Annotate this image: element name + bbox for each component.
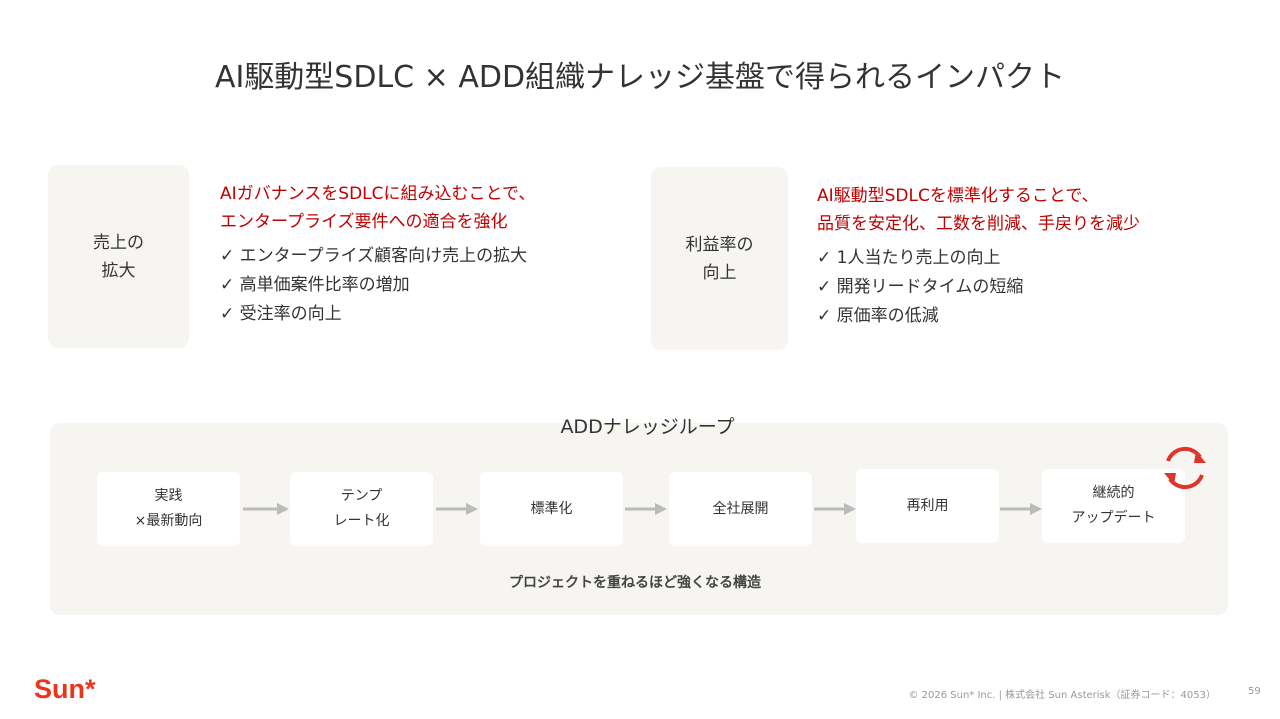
loop-step: 全社展開 bbox=[669, 472, 812, 546]
step-line: 継続的 bbox=[1092, 485, 1135, 501]
loop-caption: プロジェクトを重ねるほど強くなる構造 bbox=[509, 575, 761, 591]
step-line: テンプ bbox=[340, 488, 383, 504]
loop-title: ADDナレッジループ bbox=[560, 416, 735, 438]
step-line: ×最新動向 bbox=[134, 513, 203, 529]
impact-label-profit: 利益率の向上 bbox=[651, 167, 788, 350]
impact-profit-content: AI駆動型SDLCを標準化することで、品質を安定化、工数を削減、手戻りを減少 1… bbox=[817, 182, 1140, 331]
page-title: AI駆動型SDLC × ADD組織ナレッジ基盤で得られるインパクト bbox=[214, 60, 1066, 95]
loop-step: 標準化 bbox=[480, 472, 623, 546]
step-line: アップデート bbox=[1071, 510, 1156, 526]
impact-label-sales: 売上の拡大 bbox=[48, 165, 189, 348]
arrow-right-icon bbox=[814, 503, 856, 515]
list-item: 開発リードタイムの短縮 bbox=[817, 273, 1140, 302]
label-line: 拡大 bbox=[101, 260, 136, 281]
step-line: レート化 bbox=[333, 513, 390, 529]
impact-headline: AIガバナンスをSDLCに組み込むことで、エンタープライズ要件への適合を強化 bbox=[220, 180, 535, 236]
headline-line: エンタープライズ要件への適合を強化 bbox=[220, 212, 508, 232]
label-line: 向上 bbox=[702, 262, 737, 283]
list-item: 受注率の向上 bbox=[220, 300, 535, 329]
step-line: 標準化 bbox=[530, 500, 573, 517]
loop-step: 再利用 bbox=[856, 469, 999, 543]
list-item: 1人当たり売上の向上 bbox=[817, 244, 1140, 273]
impact-headline: AI駆動型SDLCを標準化することで、品質を安定化、工数を削減、手戻りを減少 bbox=[817, 182, 1140, 238]
list-item: エンタープライズ顧客向け売上の拡大 bbox=[220, 242, 535, 271]
list-item: 高単価案件比率の増加 bbox=[220, 271, 535, 300]
headline-line: AIガバナンスをSDLCに組み込むことで、 bbox=[220, 184, 536, 204]
impact-sales-content: AIガバナンスをSDLCに組み込むことで、エンタープライズ要件への適合を強化 エ… bbox=[220, 180, 535, 329]
step-line: 全社展開 bbox=[712, 500, 769, 517]
impact-list: エンタープライズ顧客向け売上の拡大高単価案件比率の増加受注率の向上 bbox=[220, 242, 535, 329]
step-line: 再利用 bbox=[906, 497, 949, 514]
loop-step: テンプレート化 bbox=[290, 472, 433, 546]
headline-line: 品質を安定化、工数を削減、手戻りを減少 bbox=[817, 214, 1140, 234]
arrow-right-icon bbox=[243, 503, 289, 515]
knowledge-loop-panel bbox=[50, 423, 1228, 615]
page-number: 59 bbox=[1248, 686, 1261, 697]
sun-logo: Sun* bbox=[34, 674, 96, 704]
list-item: 原価率の低減 bbox=[817, 302, 1140, 331]
loop-step: 実践 ×最新動向 bbox=[97, 472, 240, 546]
copyright: © 2026 Sun* Inc. | 株式会社 Sun Asterisk（証券コ… bbox=[908, 690, 1216, 701]
arrow-right-icon bbox=[1000, 503, 1042, 515]
refresh-cycle-icon bbox=[1164, 446, 1206, 490]
arrow-right-icon bbox=[625, 503, 667, 515]
loop-step: 継続的アップデート bbox=[1042, 469, 1185, 543]
headline-line: AI駆動型SDLCを標準化することで、 bbox=[817, 186, 1099, 206]
label-line: 売上の bbox=[93, 232, 144, 253]
label-line: 利益率の bbox=[685, 234, 754, 255]
arrow-right-icon bbox=[436, 503, 478, 515]
step-line: 実践 bbox=[154, 488, 183, 504]
impact-list: 1人当たり売上の向上開発リードタイムの短縮原価率の低減 bbox=[817, 244, 1140, 331]
